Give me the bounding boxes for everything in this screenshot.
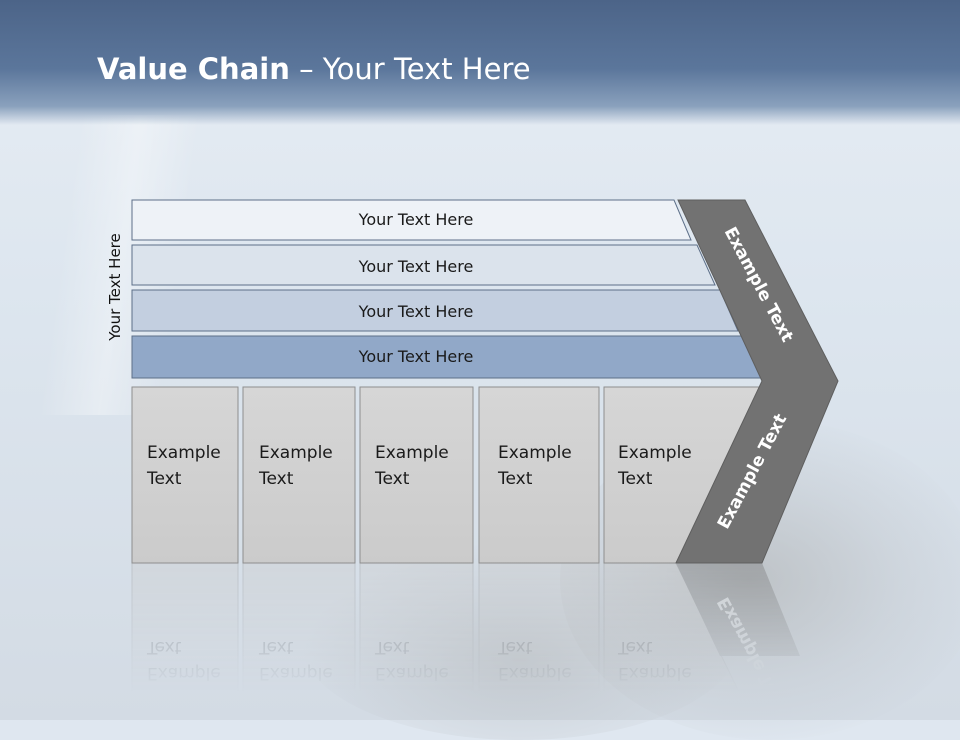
- activity-box-2-line1: Example: [259, 443, 333, 463]
- page-title-rest: – Your Text Here: [289, 52, 531, 86]
- reflection-box-4-line1: Example: [498, 663, 572, 683]
- activity-box-3-shape: [359, 386, 474, 564]
- activity-box-2-line2: Text: [258, 469, 294, 489]
- header-bar: [0, 0, 960, 125]
- reflection-svg: Example Text Example Text Example Text E…: [131, 563, 800, 693]
- band-2-label: Your Text Here: [358, 257, 474, 276]
- band-1-label: Your Text Here: [358, 210, 474, 229]
- reflection-box-5-line1: Example: [618, 663, 692, 683]
- band-1-shape: [131, 199, 692, 241]
- reflection-box-3-line2: Text: [374, 637, 410, 657]
- activity-box-4: Example Text: [478, 386, 600, 564]
- reflection-box-2: [242, 563, 356, 693]
- band-3-label: Your Text Here: [358, 302, 474, 321]
- activity-box-2: Example Text: [242, 386, 356, 564]
- activity-box-3-line1: Example: [375, 443, 449, 463]
- reflection-box-1: [131, 563, 239, 693]
- reflection-box-2-line1: Example: [259, 663, 333, 683]
- activity-box-4-line1: Example: [498, 443, 572, 463]
- band-4: Your Text Here: [131, 335, 764, 379]
- page-title-bold: Value Chain: [97, 52, 290, 86]
- activity-box-4-line2: Text: [497, 469, 533, 489]
- reflection-box-4: [478, 563, 600, 693]
- band-3: Your Text Here: [131, 289, 739, 332]
- reflection-box-3: [359, 563, 474, 693]
- diagram-reflection: Example Text Example Text Example Text E…: [0, 563, 960, 693]
- activity-box-5-line2: Text: [617, 469, 653, 489]
- reflection-box-1-line2: Text: [146, 637, 182, 657]
- page-title: Value Chain – Your Text Here: [97, 52, 531, 86]
- band-4-label: Your Text Here: [358, 347, 474, 366]
- activity-box-1: Example Text: [131, 386, 239, 564]
- band-2-shape: [131, 244, 716, 286]
- reflection-box-2-line2: Text: [258, 637, 294, 657]
- reflection-box-1-line1: Example: [147, 663, 221, 683]
- reflection-box-3-line1: Example: [375, 663, 449, 683]
- activity-box-1-line1: Example: [147, 443, 221, 463]
- activity-box-5: Example Text: [603, 386, 763, 564]
- reflection-chevron: [676, 563, 800, 656]
- reflection-box-5: [603, 563, 741, 693]
- band-2: Your Text Here: [131, 244, 716, 286]
- diagram-reflection-fade: Example Text Example Text Example Text E…: [0, 563, 960, 693]
- reflection-box-5-line2: Text: [617, 637, 653, 657]
- activity-box-1-line2: Text: [146, 469, 182, 489]
- activity-box-2-shape: [242, 386, 356, 564]
- value-chain-diagram: Your Text Here Your Text Here Your Text …: [131, 199, 839, 564]
- activity-box-1-shape: [131, 386, 239, 564]
- activity-box-4-shape: [478, 386, 600, 564]
- reflection-box-4-line2: Text: [497, 637, 533, 657]
- band-3-shape: [131, 289, 739, 332]
- band-1: Your Text Here: [131, 199, 692, 241]
- activity-box-3-line2: Text: [374, 469, 410, 489]
- activity-box-5-line1: Example: [618, 443, 692, 463]
- activity-box-3: Example Text: [359, 386, 474, 564]
